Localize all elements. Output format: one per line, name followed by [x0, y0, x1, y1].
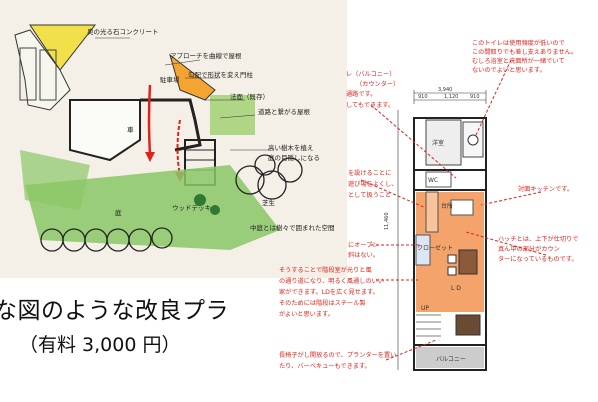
dim-mid: 1,120	[444, 94, 458, 100]
annotation-kitchen: 対面キッチンです。	[518, 185, 573, 193]
note-parking: 駐車場	[160, 75, 180, 84]
room-closet: クローゼット	[417, 244, 453, 252]
note-approach: アプローチを曲線で屋根	[170, 51, 242, 60]
sketch-drawing: 奥の光る石コンクリート アプローチを曲線で屋根 勾配で形状を変え門柱 法面（既存…	[14, 24, 335, 252]
floor-plan: 3,940 910 1,120 910 11,460 洋室 WC 台所 L D …	[276, 0, 598, 398]
annotation-balcony: レ（バルコニー） （カウンター） 通路です。 してもできます。	[346, 71, 401, 109]
annotation-stair: そうすることで階段室が光りと風 の通り道になり、明るく風通しのいい 家ができます…	[279, 266, 386, 318]
caption-line-1: な図のような改良プラ	[0, 298, 229, 324]
room-wc: WC	[428, 177, 438, 184]
annotation-toilet: このトイレは使用頻度が低いので この間取りでも差し支えありません。 むしろ浴室と…	[472, 39, 579, 74]
dim-total: 3,940	[438, 87, 452, 93]
room-bath: 洋室	[432, 139, 444, 147]
dim-side: 11,460	[384, 213, 390, 231]
annotation-bbq: 長椅子がし開放るので、プランターを置い たり、バーベキューもできます。	[279, 351, 398, 370]
note-hedge: 奥の光る石コンクリート	[87, 27, 159, 36]
landscape-sketch: 奥の光る石コンクリート アプローチを曲線で屋根 勾配で形状を変え門柱 法面（既存…	[0, 0, 347, 278]
note-deck: ウッドデッキ	[172, 203, 211, 212]
note-gate: 勾配で形状を変え門柱	[188, 70, 254, 79]
floor-plan-drawing: 3,940 910 1,120 910 11,460 洋室 WC 台所 L D …	[279, 39, 580, 371]
annotation-play: を設けることに 遊び場をよくし、 として扱うこと	[348, 169, 399, 199]
room-ld: L D	[451, 285, 461, 292]
note-slope: 法面（既存）	[230, 92, 269, 101]
room-balcony: バルコニー	[436, 356, 466, 363]
annotation-open: にオープン 斜はない。	[348, 242, 381, 259]
dim-right: 910	[470, 94, 480, 100]
note-courtyard: 中庭とは樹々で囲まれた空間	[250, 223, 335, 232]
room-kitchen: 台所	[441, 202, 453, 210]
note-tree: 高い樹木を植え	[268, 143, 314, 152]
caption-line-2: （有料 3,000 円）	[19, 334, 181, 356]
annotation-hatch: ハッチとは、上下が仕切りで 真ん中の部分がカウン ターになっているものです。	[498, 235, 580, 263]
note-garden: 庭	[115, 208, 122, 217]
note-screen: 庭の目隠しになる	[268, 153, 320, 162]
note-roof: 道路と繋がる屋根	[258, 107, 311, 116]
note-lawn: 芝生	[262, 198, 276, 207]
note-car: 車	[127, 125, 134, 134]
dim-left: 910	[418, 94, 428, 100]
room-stair: UP	[421, 305, 429, 312]
